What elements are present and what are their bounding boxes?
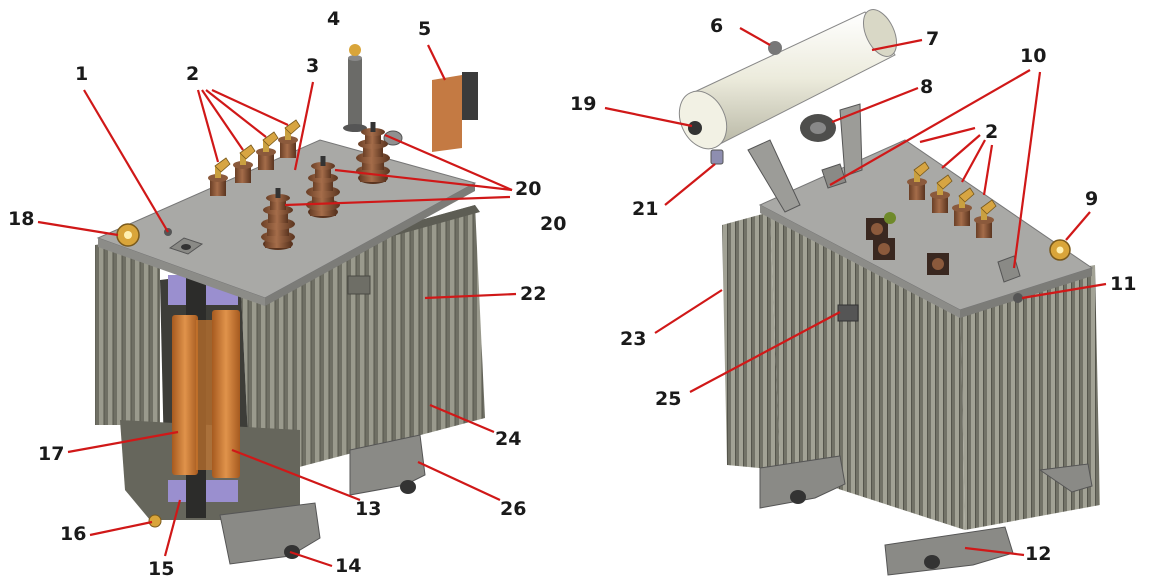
winding-left xyxy=(172,315,198,475)
leader-line-16 xyxy=(89,520,153,537)
leader-line-7 xyxy=(871,38,923,52)
callout-label-17: 17 xyxy=(38,443,64,465)
leader-line-15 xyxy=(163,499,182,557)
leader-lines xyxy=(37,27,1107,568)
leader-line-2b xyxy=(919,126,976,144)
leader-line-10 xyxy=(829,69,1031,186)
callout-label-16: 16 xyxy=(60,523,86,545)
callout-label-5: 5 xyxy=(418,18,431,40)
cover-turret xyxy=(927,253,949,275)
callout-label-20b: 20 xyxy=(540,213,566,235)
rating-plate-bracket xyxy=(432,75,462,152)
leader-line-5 xyxy=(427,44,446,81)
leader-line-2b xyxy=(982,144,994,196)
drain-valve xyxy=(148,514,162,528)
leader-line-2a xyxy=(211,89,289,126)
callout-label-4: 4 xyxy=(327,8,340,30)
leader-line-24 xyxy=(429,403,495,434)
leader-line-20 xyxy=(284,195,511,207)
wheel xyxy=(400,480,416,494)
callout-label-1: 1 xyxy=(75,63,88,85)
leader-line-2b xyxy=(961,139,986,183)
leader-line-17 xyxy=(67,430,179,454)
callout-label-2a: 2 xyxy=(186,63,199,85)
callout-label-8: 8 xyxy=(920,76,933,98)
callout-label-6: 6 xyxy=(710,15,723,37)
cover-turret xyxy=(873,238,895,260)
callout-label-7: 7 xyxy=(926,28,939,50)
leader-line-10 xyxy=(1012,71,1042,269)
leader-line-13 xyxy=(231,448,361,502)
leader-line-8 xyxy=(831,86,919,124)
left-transformer-view xyxy=(95,44,485,565)
cover-turret xyxy=(866,218,888,240)
callout-label-20: 20 xyxy=(515,178,541,200)
breather-pipe xyxy=(348,58,362,128)
leader-line-6 xyxy=(739,27,771,46)
callout-label-25: 25 xyxy=(655,388,681,410)
wheel xyxy=(790,490,806,504)
callout-label-14: 14 xyxy=(335,555,361,577)
callout-label-21: 21 xyxy=(632,198,658,220)
leader-line-12 xyxy=(964,546,1025,557)
callout-label-2b: 2 xyxy=(985,121,998,143)
radiator-fins-right xyxy=(960,265,1100,530)
leader-line-2a xyxy=(201,89,244,151)
callout-label-19: 19 xyxy=(570,93,596,115)
side-radiator xyxy=(722,212,780,470)
callout-label-22: 22 xyxy=(520,283,546,305)
callout-label-24: 24 xyxy=(495,428,521,450)
wheel xyxy=(924,555,940,569)
callout-label-18: 18 xyxy=(8,208,34,230)
callout-label-11: 11 xyxy=(1110,273,1136,295)
callout-label-15: 15 xyxy=(148,558,174,580)
leader-line-2a xyxy=(196,89,220,163)
conservator-tank xyxy=(678,9,898,150)
leader-line-21 xyxy=(664,163,716,206)
leader-line-25 xyxy=(689,311,841,393)
callout-label-23: 23 xyxy=(620,328,646,350)
leader-line-2a xyxy=(205,89,267,138)
callout-label-26: 26 xyxy=(500,498,526,520)
callout-label-12: 12 xyxy=(1025,543,1051,565)
conservator-plug xyxy=(768,41,782,55)
leader-line-2b xyxy=(941,134,981,169)
leader-line-3 xyxy=(293,81,315,171)
callout-label-3: 3 xyxy=(306,55,319,77)
oil-level-gauge xyxy=(710,149,724,165)
leader-line-23 xyxy=(654,289,723,334)
leader-line-19 xyxy=(604,106,693,128)
leader-line-11 xyxy=(1021,282,1107,300)
leader-line-1 xyxy=(83,89,169,233)
callout-label-13: 13 xyxy=(355,498,381,520)
leader-line-22 xyxy=(424,292,517,300)
callout-label-10: 10 xyxy=(1020,45,1046,67)
callout-label-9: 9 xyxy=(1085,188,1098,210)
leader-line-20 xyxy=(384,133,513,192)
leader-line-14 xyxy=(289,550,333,568)
leader-line-20 xyxy=(334,168,513,192)
winding-right xyxy=(212,310,240,478)
leader-line-18 xyxy=(37,220,119,237)
leader-line-9 xyxy=(1065,211,1091,241)
right-transformer-view xyxy=(678,9,1100,576)
side-radiator xyxy=(95,235,160,425)
leader-line-26 xyxy=(417,461,501,501)
